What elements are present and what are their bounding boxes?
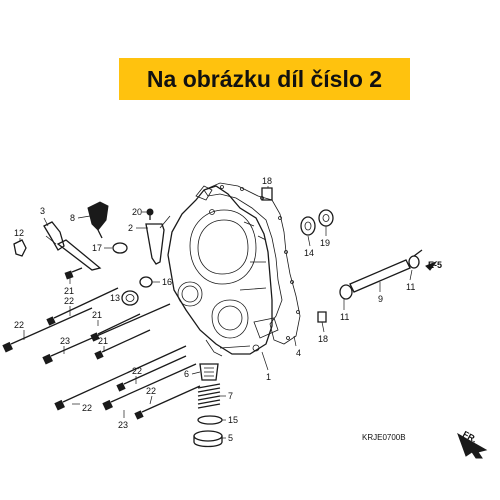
bolt-22-lower-left — [54, 345, 187, 411]
cover-gasket-part — [203, 182, 301, 345]
callout-4: 4 — [296, 348, 301, 358]
clip-part — [13, 239, 27, 257]
callout-11-left: 11 — [340, 312, 349, 322]
seal-16-part — [139, 276, 153, 288]
callout-21-upper: 21 — [64, 286, 74, 296]
reference-label-e5: E-5 — [428, 260, 442, 270]
callout-23-upper: 23 — [60, 336, 70, 346]
callout-23-lower: 23 — [118, 420, 128, 430]
callout-8: 8 — [70, 213, 75, 223]
callout-21-lower: 21 — [98, 336, 108, 346]
callout-7: 7 — [228, 391, 233, 401]
bolt-21-mid — [90, 313, 141, 342]
callout-6: 6 — [184, 369, 189, 379]
part-number-banner: Na obrázku díl číslo 2 — [119, 58, 410, 100]
bolt-23-upper — [42, 303, 171, 365]
bolt-21-lower — [94, 329, 151, 360]
o-ring-15-part — [197, 415, 223, 425]
callout-5: 5 — [228, 433, 233, 443]
o-ring-17-part — [112, 242, 128, 254]
callout-21-mid: 21 — [92, 310, 102, 320]
drain-plug-5-part — [193, 430, 223, 448]
bolt-22-right-a — [116, 355, 187, 392]
bolt-21-upper — [64, 267, 83, 280]
callout-22-right-b: 22 — [146, 386, 156, 396]
bearing-14-part — [300, 216, 316, 236]
bolt-22-left — [2, 307, 93, 353]
hose-9-part — [349, 259, 411, 293]
callout-18-lower: 18 — [318, 334, 328, 344]
callout-22-lower-left: 22 — [82, 403, 92, 413]
callout-16: 16 — [162, 277, 172, 287]
hose-clamp-11-right-part — [408, 249, 423, 269]
callout-13: 13 — [110, 293, 120, 303]
bracket-part — [43, 221, 102, 271]
callout-22-left: 22 — [14, 320, 24, 330]
callout-11-right: 11 — [406, 282, 415, 292]
callout-18-upper: 18 — [262, 176, 272, 186]
bearing-13-part — [121, 290, 139, 306]
callout-14: 14 — [304, 248, 314, 258]
callout-12: 12 — [14, 228, 24, 238]
reference-arrow-e5 — [425, 260, 438, 271]
bolt-23-lower — [102, 363, 197, 411]
spring-7-part — [197, 383, 221, 409]
hose-clamp-11-left-part — [339, 284, 353, 300]
seal-19-part — [318, 209, 334, 227]
bolt-22-right-b — [134, 385, 201, 420]
leader-lines — [19, 186, 413, 439]
dowel-18-upper-part — [261, 187, 273, 201]
callout-17: 17 — [92, 243, 102, 253]
callout-20: 20 — [132, 207, 142, 217]
diagram-code: KRJE0700B — [362, 433, 406, 442]
bolt-22-upper — [46, 287, 119, 326]
dowel-18-lower-part — [317, 311, 327, 323]
filter-6-part — [199, 363, 219, 381]
callout-1: 1 — [266, 372, 271, 382]
long-bolts-group — [2, 267, 201, 420]
crankcase-cover-part — [167, 185, 279, 357]
small-bolt-20-part — [146, 208, 154, 220]
callout-22-upper: 22 — [64, 296, 74, 306]
callout-3: 3 — [40, 206, 45, 216]
callout-19: 19 — [320, 238, 330, 248]
callout-9: 9 — [378, 294, 383, 304]
callout-15: 15 — [228, 415, 238, 425]
callout-22-right-a: 22 — [132, 366, 142, 376]
callout-2: 2 — [128, 223, 133, 233]
part-2-rod — [145, 215, 171, 265]
lever-part — [87, 201, 109, 239]
callout-labels: 1 2 3 4 5 6 7 8 9 11 11 12 13 14 15 16 1… — [14, 176, 415, 443]
front-direction-arrow-icon — [457, 432, 488, 459]
